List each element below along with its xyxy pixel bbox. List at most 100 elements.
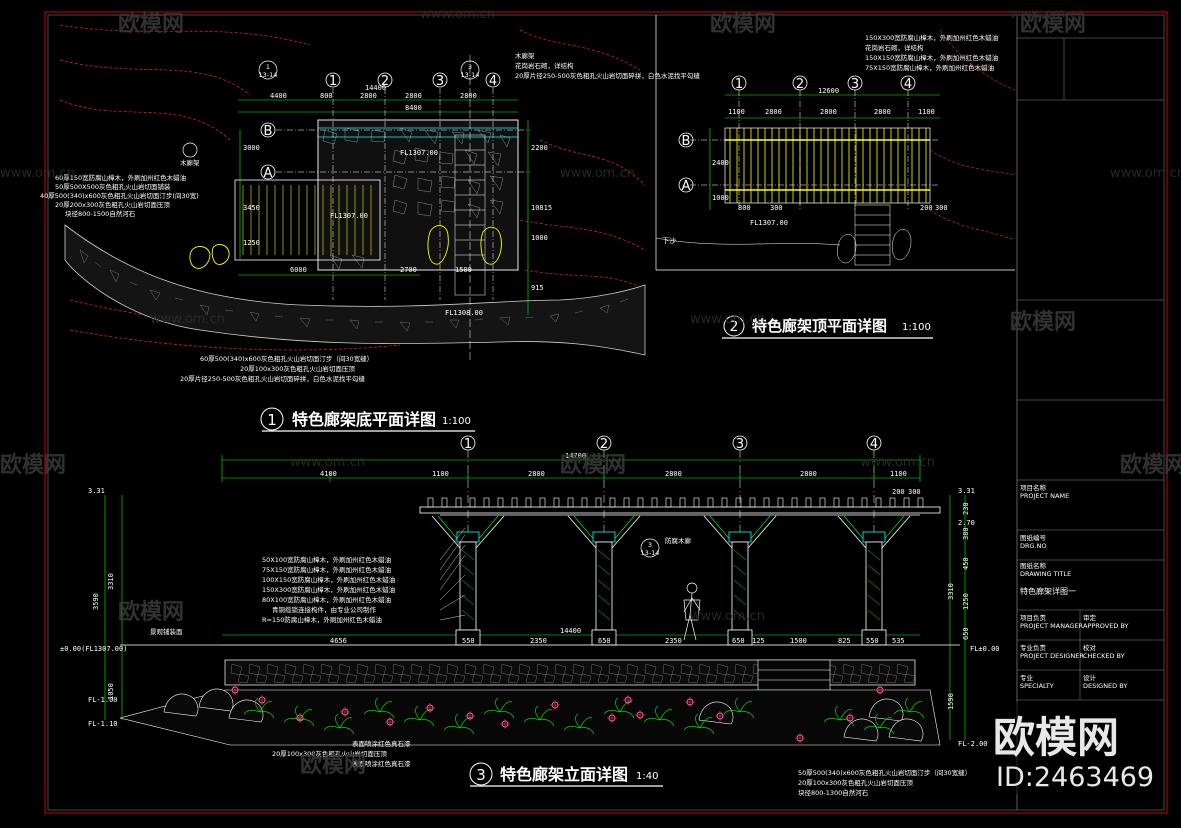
slat-profile — [693, 497, 700, 508]
note-text: 75X150宽防腐山樟木，外刷加州红色木蜡油 — [865, 63, 994, 72]
note-text: 青铜缆锁连接构件，由专业公司制作 — [272, 605, 377, 614]
level-label: FL1308.00 — [445, 309, 483, 317]
dim-text: 2350 — [530, 637, 547, 645]
level-label: FL±0.00 — [970, 645, 1000, 653]
wall-stone — [687, 673, 700, 684]
tb-label: 审定 — [1083, 613, 1097, 622]
slat-profile — [721, 497, 728, 508]
wall-stone — [536, 663, 549, 676]
wall-stone — [381, 673, 394, 684]
section-tag-ref: 13-14 — [259, 71, 278, 79]
grid-bubble-3 — [847, 75, 863, 91]
tb-label-en: PROJECT MANAGER — [1020, 622, 1084, 630]
dim-text: 535 — [892, 637, 905, 645]
dim-text: 1000 — [712, 194, 729, 202]
shrub — [443, 713, 475, 735]
column-capital — [592, 531, 616, 543]
slat-profile — [707, 497, 714, 508]
rock — [888, 718, 924, 742]
deck-planks — [242, 185, 372, 255]
tb-label-en: PROJECT DESIGNER — [1020, 652, 1084, 660]
dim-text: 4100 — [320, 470, 337, 478]
grid-bubble-a — [260, 164, 276, 180]
dim-text: 1000 — [531, 234, 548, 242]
view-number: 1 — [267, 411, 277, 429]
slat-profile — [861, 497, 868, 508]
note-text: 表面喷涂红色真石漆 — [352, 739, 411, 748]
wall-stone — [626, 663, 639, 676]
wall-stone — [878, 663, 891, 676]
elev-notes-left: 50X100宽防腐山樟木，外刷加州红色木蜡油 75X150宽防腐山樟木，外刷加州… — [262, 527, 466, 624]
level-label: FL1307.00 — [750, 219, 788, 227]
slat-profile — [665, 497, 672, 508]
wall-stone — [230, 663, 243, 676]
slat-profile — [847, 497, 854, 508]
wall-stone — [849, 673, 862, 684]
tb-label: 校对 — [1083, 643, 1097, 652]
dim-text: 2800 — [820, 108, 837, 116]
grid-label-3: 3 — [436, 74, 444, 89]
bracket-inner — [843, 515, 905, 543]
watermark-url: www.om.cn — [1110, 166, 1181, 181]
dim-text: 1100 — [890, 470, 907, 478]
watermark-brand: 欧模网 — [710, 11, 776, 37]
slat-profile — [637, 497, 644, 508]
tb-label-en: APPROVED BY — [1083, 622, 1129, 630]
tag-note: 防腐木廊 — [665, 536, 692, 545]
watermark-brand: 欧模网 — [300, 752, 366, 778]
column-hatch — [733, 549, 747, 621]
shrub — [283, 705, 315, 727]
wall-stone — [590, 663, 603, 676]
titleblock-grid — [1017, 37, 1164, 701]
wall-stone — [903, 673, 916, 684]
wall-stone — [507, 673, 520, 684]
watermark-brand: 欧模网 — [1120, 452, 1181, 478]
level-label: 3.31 — [958, 487, 975, 495]
wall-stone — [716, 663, 729, 676]
grid-bubble-2 — [596, 435, 612, 451]
wall-stone — [410, 663, 423, 676]
shrub — [643, 705, 675, 727]
watermark-url: www.om.cn — [290, 455, 365, 470]
watermark-brand: 欧模网 — [1020, 11, 1086, 37]
grid-bubble-1 — [325, 72, 341, 88]
watermark-brand: 欧模网 — [560, 452, 626, 478]
slat-profile — [679, 497, 686, 508]
detail-tag-icon — [182, 142, 198, 158]
plan-2-roof: 1 2 3 4 B A 1100 2800 2800 2800 1100 126… — [655, 15, 1016, 339]
leader-lines — [439, 527, 466, 621]
wall-stone — [741, 673, 754, 684]
grid-bubble-a — [678, 177, 694, 193]
dim-text: 1100 — [432, 470, 449, 478]
dim-text: 1100 — [918, 108, 935, 116]
beam-lines — [318, 127, 518, 138]
grid-axes-plan1 — [276, 88, 530, 300]
wall-stone — [428, 663, 441, 676]
watermark-brand: 欧模网 — [1010, 309, 1076, 335]
dim-text: 650 — [962, 627, 970, 640]
dim-text: 2800 — [874, 108, 891, 116]
section-tag-num: 1 — [266, 63, 270, 71]
dim-text: 14400 — [560, 627, 581, 635]
grid-bubble-4 — [866, 435, 882, 451]
grid-label-b: B — [264, 124, 273, 139]
wall-stone — [662, 663, 675, 676]
wall-stone — [561, 673, 574, 684]
grid-label-2: 2 — [796, 77, 804, 92]
note-text: 20厚100x300灰色粗孔火山岩切面压顶 — [798, 778, 913, 787]
grid-axes-plan2 — [690, 90, 940, 210]
wall-stone — [471, 673, 484, 684]
view-number: 2 — [730, 319, 739, 335]
note-text: 50X100宽防腐山樟木，外刷加州红色木蜡油 — [262, 555, 391, 564]
shrub — [483, 697, 515, 719]
grid-axes-elev — [467, 450, 875, 640]
slat-profile — [749, 497, 756, 508]
dim-lines-plan2 — [709, 94, 940, 210]
dim-text: 1500 — [790, 637, 807, 645]
dim-text: 1250 — [962, 593, 970, 610]
wall-stone — [579, 673, 592, 684]
grid-bubble-2 — [377, 72, 393, 88]
section-tag-icon — [640, 538, 660, 558]
dim-text: 2400 — [712, 159, 729, 167]
